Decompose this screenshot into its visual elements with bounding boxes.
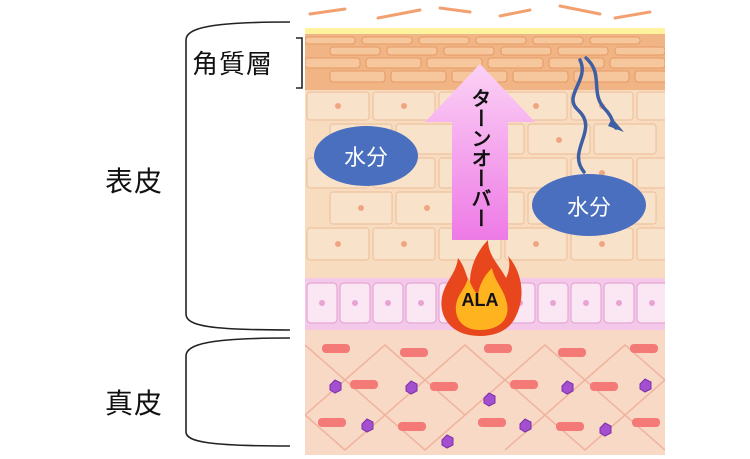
wavy-arrow-icon xyxy=(571,56,624,174)
water-label-right: 水分 xyxy=(566,196,611,221)
dermis-fibers xyxy=(305,344,665,451)
stratum-corneum-bracket xyxy=(296,37,303,89)
flame-icon xyxy=(441,240,522,336)
water-oval-right xyxy=(532,174,646,236)
dermis-label: 真皮 xyxy=(105,387,164,420)
epidermis-bracket xyxy=(185,21,291,331)
stratum-corneum-label: 角質層 xyxy=(192,50,274,80)
up-arrow-icon xyxy=(425,64,535,240)
ala-label: ALA xyxy=(461,290,499,310)
epidermis-label: 表皮 xyxy=(105,165,164,198)
water-oval-left xyxy=(314,126,418,186)
surface-flakes xyxy=(308,4,652,20)
turnover-label: ターンオーバー xyxy=(468,88,492,228)
water-label-left: 水分 xyxy=(343,146,388,171)
basal-nuclei xyxy=(319,300,655,306)
corneum-cells xyxy=(305,36,665,83)
dermis-bracket xyxy=(185,337,291,447)
fibroblasts xyxy=(329,378,652,449)
skin-surface-line xyxy=(305,28,665,34)
collagen-fibers xyxy=(318,344,660,431)
